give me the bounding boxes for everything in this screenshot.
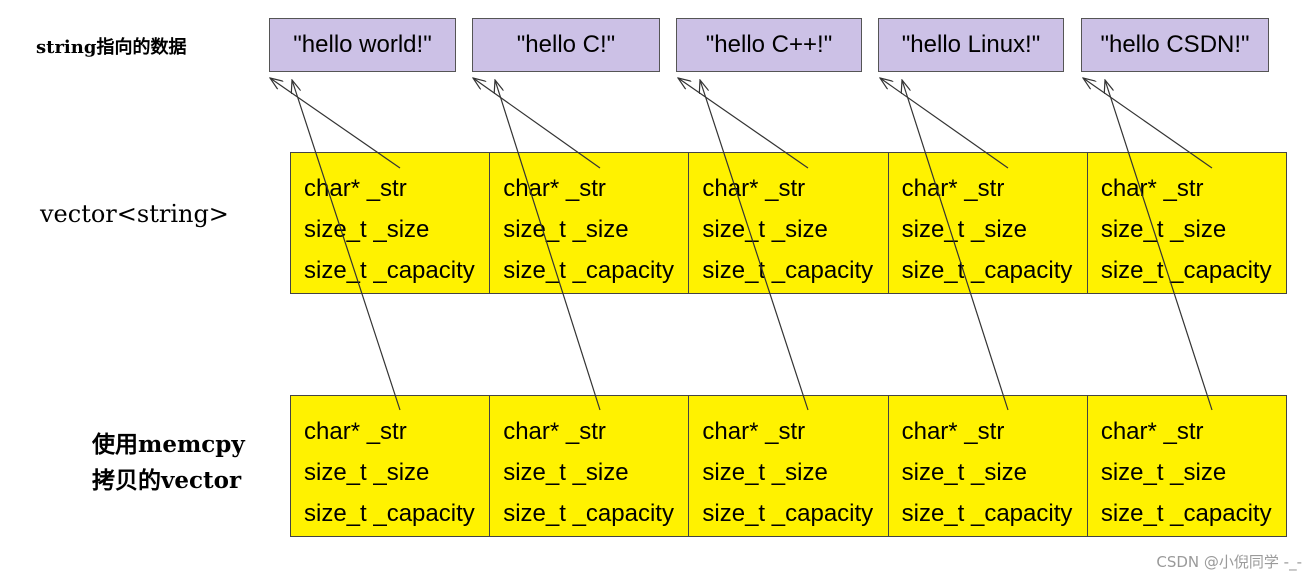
vector-string-row: char* _str size_t _size size_t _capacity… [290,152,1287,294]
field-size: size_t _size [304,216,430,243]
field-capacity: size_t _capacity [1100,500,1272,527]
vector-element-1: char* _str size_t _size size_t _capacity [291,153,491,293]
field-size: size_t _size [702,459,828,486]
field-capacity: size_t _capacity [304,257,475,284]
field-str: char* _str [304,175,407,202]
string-box-2: "hello C!" [472,18,660,72]
field-size: size_t _size [503,216,629,243]
field-str: char* _str [503,418,606,445]
field-str: char* _str [304,418,407,445]
memcpy-vector-label-line1: 使用memcpy [92,431,245,458]
memcpy-vector-label-line2: 拷贝的vector [92,467,242,494]
copy-element-4: char* _str size_t _size size_t _capacity [889,396,1088,536]
vector-label: vector<string> [40,200,229,228]
field-size: size_t _size [702,216,828,243]
field-size: size_t _size [1100,459,1227,486]
field-str: char* _str [1100,418,1204,445]
copy-element-3: char* _str size_t _size size_t _capacity [689,396,889,536]
field-size: size_t _size [503,459,629,486]
field-str: char* _str [702,175,806,202]
string-box-5: "hello CSDN!" [1081,18,1269,72]
watermark: CSDN @小倪同学 -_- [1156,553,1302,571]
field-size: size_t _size [901,459,1027,486]
vector-element-4: char* _str size_t _size size_t _capacity [889,153,1088,293]
field-capacity: size_t _capacity [503,257,674,284]
string-box-4: "hello Linux!" [878,18,1064,72]
string-box-1: "hello world!" [269,18,456,72]
field-capacity: size_t _capacity [503,500,674,527]
field-capacity: size_t _capacity [702,257,874,284]
copy-element-1: char* _str size_t _size size_t _capacity [291,396,491,536]
field-size: size_t _size [901,216,1027,243]
vector-element-5: char* _str size_t _size size_t _capacity [1088,153,1286,293]
field-capacity: size_t _capacity [901,500,1073,527]
field-capacity: size_t _capacity [304,500,475,527]
field-str: char* _str [503,175,606,202]
memcpy-vector-label: 使用memcpy 拷贝的vector [92,427,245,499]
field-capacity: size_t _capacity [702,500,874,527]
field-size: size_t _size [1100,216,1227,243]
vector-element-3: char* _str size_t _size size_t _capacity [689,153,889,293]
copy-element-5: char* _str size_t _size size_t _capacity [1088,396,1286,536]
memcpy-vector-row: char* _str size_t _size size_t _capacity… [290,395,1287,537]
field-capacity: size_t _capacity [1100,257,1272,284]
field-str: char* _str [1100,175,1204,202]
string-data-label: string指向的数据 [36,37,187,58]
field-str: char* _str [901,175,1005,202]
copy-element-2: char* _str size_t _size size_t _capacity [490,396,690,536]
field-str: char* _str [901,418,1005,445]
field-capacity: size_t _capacity [901,257,1073,284]
field-str: char* _str [702,418,806,445]
string-box-3: "hello C++!" [676,18,862,72]
field-size: size_t _size [304,459,430,486]
vector-element-2: char* _str size_t _size size_t _capacity [490,153,690,293]
